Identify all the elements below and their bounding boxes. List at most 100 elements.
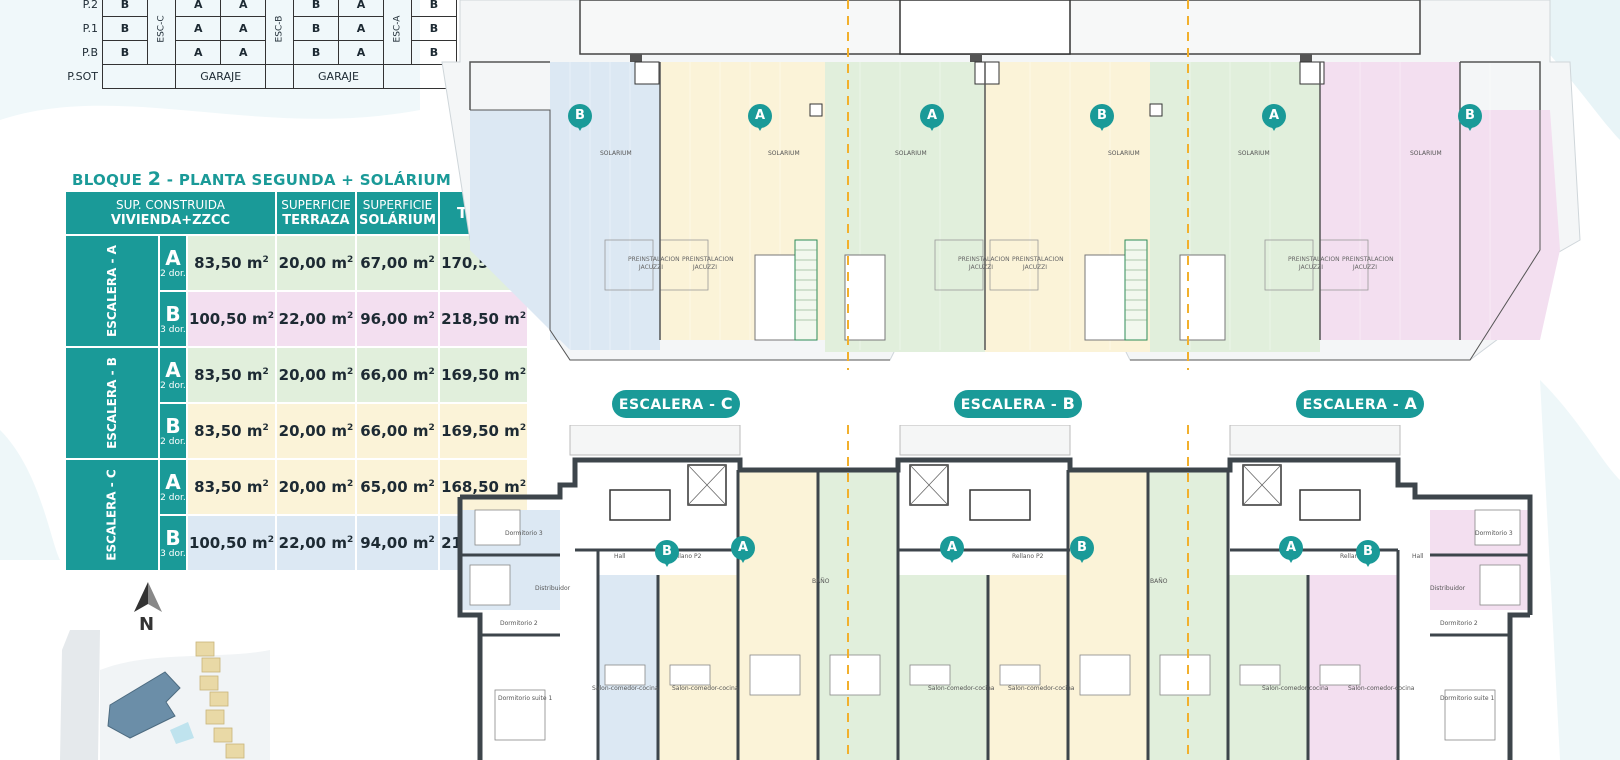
room-label: Salon-comedor-cocina bbox=[928, 685, 995, 692]
floor-cell: A bbox=[338, 0, 385, 17]
room-label: Distribuidor bbox=[1430, 585, 1466, 592]
esc-label: ESC-C bbox=[146, 0, 177, 65]
total-cell: 169,50 m2 bbox=[440, 348, 528, 402]
zone-label: SOLARIUM bbox=[895, 150, 927, 157]
solarium-plan bbox=[441, 0, 1581, 370]
room-label: Salon-comedor-cocina bbox=[1348, 685, 1415, 692]
construida-cell: 83,50 m2 bbox=[187, 348, 275, 402]
terraza-cell: 20,00 m2 bbox=[276, 404, 355, 458]
garage-cell: GARAJE bbox=[293, 64, 385, 89]
room-label: Dormitorio suite 1 bbox=[1440, 695, 1495, 702]
unit-pin: A bbox=[1279, 536, 1303, 563]
room-label: Distribuidor bbox=[535, 585, 571, 592]
room-label: Dormitorio 2 bbox=[500, 620, 538, 627]
solarium-cell: 65,00 m2 bbox=[356, 460, 439, 514]
terraza-cell: 20,00 m2 bbox=[276, 348, 355, 402]
floor-cell: A bbox=[220, 40, 267, 65]
jacuzzi-label: PREINSTALACION JACUZZI bbox=[1012, 256, 1064, 271]
room-label: Hall bbox=[614, 553, 626, 560]
room-label: Salon-comedor-cocina bbox=[1262, 685, 1329, 692]
room-label: Salon-comedor-cocina bbox=[672, 685, 739, 692]
unit-pin: B bbox=[1090, 104, 1114, 131]
room-label: Rellano P2 bbox=[1340, 553, 1372, 560]
unit-pin: B bbox=[1458, 104, 1482, 131]
solarium-cell: 94,00 m2 bbox=[356, 516, 439, 570]
total-cell: 218,50 m2 bbox=[440, 292, 528, 346]
room-label: Dormitorio 3 bbox=[1475, 530, 1513, 537]
zone-label: SOLARIUM bbox=[1108, 150, 1140, 157]
solarium-cell: 67,00 m2 bbox=[356, 236, 439, 290]
zone-label: SOLARIUM bbox=[600, 150, 632, 157]
floor-cell: B bbox=[102, 40, 148, 65]
esc-label: ESC-A bbox=[383, 0, 412, 65]
total-cell: 168,50 m2 bbox=[440, 460, 528, 514]
room-label: BAÑO bbox=[812, 578, 830, 585]
escalera-label: ESCALERA - B bbox=[66, 348, 158, 458]
unit-pin: A bbox=[920, 104, 944, 131]
unit-pin: A bbox=[731, 536, 755, 563]
floor-cell: B bbox=[102, 16, 148, 41]
construida-cell: 100,50 m2 bbox=[187, 516, 275, 570]
floor-cell: A bbox=[175, 0, 222, 17]
escalera-c-label: ESCALERA - C bbox=[612, 390, 740, 418]
construida-cell: 83,50 m2 bbox=[187, 460, 275, 514]
room-label: Rellano P2 bbox=[670, 553, 702, 560]
floor-label: P.SOT bbox=[67, 70, 98, 83]
room-label: Salon-comedor-cocina bbox=[1008, 685, 1075, 692]
room-label: Salon-comedor-cocina bbox=[592, 685, 659, 692]
room-label: Dormitorio suite 1 bbox=[498, 695, 553, 702]
room-label: Hall bbox=[1412, 553, 1424, 560]
floor-cell: A bbox=[220, 16, 267, 41]
construida-cell: 100,50 m2 bbox=[187, 292, 275, 346]
garage-cell: GARAJE bbox=[175, 64, 267, 89]
site-plan bbox=[60, 630, 270, 760]
floor-cell: B bbox=[293, 0, 340, 17]
table-title: BLOQUE 2 - PLANTA SEGUNDA + SOLÁRIUM bbox=[72, 168, 452, 190]
escalera-label: ESCALERA - A bbox=[66, 236, 158, 346]
unit-pin: A bbox=[1262, 104, 1286, 131]
jacuzzi-label: PREINSTALACION JACUZZI bbox=[958, 256, 1010, 271]
terraza-cell: 20,00 m2 bbox=[276, 236, 355, 290]
floor-plan bbox=[457, 425, 1533, 760]
floor-label: P.B bbox=[82, 46, 98, 59]
north-compass: N bbox=[130, 582, 166, 648]
room-label: Dormitorio 3 bbox=[505, 530, 543, 537]
compass-letter: N bbox=[139, 614, 155, 635]
total-cell: 169,50 m2 bbox=[440, 404, 528, 458]
north-arrow-icon bbox=[134, 582, 162, 612]
room-label: Rellano P2 bbox=[1012, 553, 1044, 560]
jacuzzi-label: PREINSTALACION JACUZZI bbox=[1342, 256, 1394, 271]
zone-label: SOLARIUM bbox=[768, 150, 800, 157]
floor-cell: A bbox=[175, 16, 222, 41]
unit-pin: B bbox=[1070, 536, 1094, 563]
solarium-cell: 66,00 m2 bbox=[356, 348, 439, 402]
solarium-cell: 96,00 m2 bbox=[356, 292, 439, 346]
unit-pin: A bbox=[748, 104, 772, 131]
unit-pin: B bbox=[1356, 540, 1380, 567]
zone-label: SOLARIUM bbox=[1410, 150, 1442, 157]
room-label: Dormitorio 2 bbox=[1440, 620, 1478, 627]
terraza-cell: 22,00 m2 bbox=[276, 292, 355, 346]
terraza-cell: 20,00 m2 bbox=[276, 460, 355, 514]
floor-cell: B bbox=[293, 40, 340, 65]
unit-pin: B bbox=[568, 104, 592, 131]
construida-cell: 83,50 m2 bbox=[187, 404, 275, 458]
jacuzzi-label: PREINSTALACION JACUZZI bbox=[682, 256, 734, 271]
esc-label: ESC-B bbox=[265, 0, 295, 65]
floor-cell bbox=[101, 64, 177, 89]
jacuzzi-label: PREINSTALACION JACUZZI bbox=[1288, 256, 1340, 271]
room-label: BAÑO bbox=[1150, 578, 1168, 585]
floor-map: P.2 B ESC-C A A ESC-B B A ESC-A B P.1 B … bbox=[60, 0, 457, 89]
floor-label: P.1 bbox=[82, 22, 98, 35]
escalera-a-label: ESCALERA - A bbox=[1296, 390, 1424, 418]
floor-label: P.2 bbox=[82, 0, 98, 11]
